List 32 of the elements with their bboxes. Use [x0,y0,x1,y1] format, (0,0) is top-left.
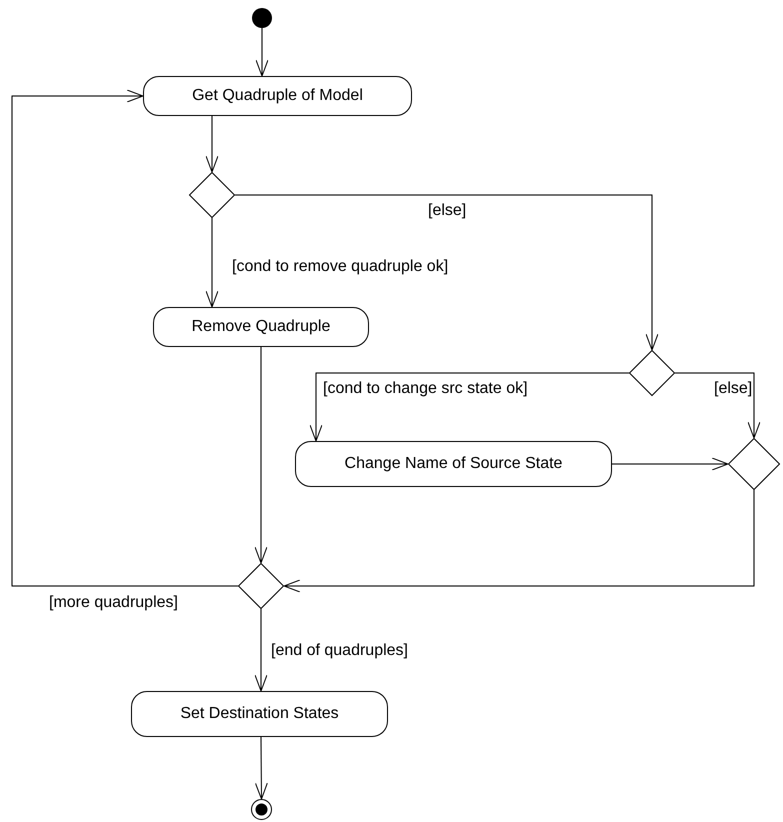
arrow [256,28,268,76]
decision-diamond [629,350,675,396]
action-box [143,76,412,116]
arrow [310,372,630,442]
arrow [612,458,728,470]
action-label: Set Destination States [180,705,339,723]
edge-label: [else] [427,202,468,220]
action-box [295,441,612,487]
action-box [153,307,369,347]
decision-diamond [189,172,235,218]
edge-label: [more quadruples] [48,594,179,612]
arrow [254,736,268,800]
arrow [12,90,238,586]
action-label: Remove Quadruple [192,318,330,336]
edge-label: [else] [713,380,754,398]
action-label: Change Name of Source State [344,455,562,473]
arrow [284,490,754,592]
arrow [254,346,268,564]
arrow [254,608,268,692]
decision-diamond [728,438,780,490]
edge-label: [end of quadruples] [270,642,409,660]
arrow [206,218,218,308]
arrow [206,116,218,172]
action-label: Get Quadruple of Model [192,87,363,105]
initial-node [252,8,272,28]
arrow [674,372,760,438]
arrow [234,194,658,350]
final-node [251,799,272,820]
decision-diamond [238,563,284,609]
edge-label: [cond to change src state ok] [322,380,529,398]
edge-label: [cond to remove quadruple ok] [231,258,450,276]
action-box [131,691,388,737]
